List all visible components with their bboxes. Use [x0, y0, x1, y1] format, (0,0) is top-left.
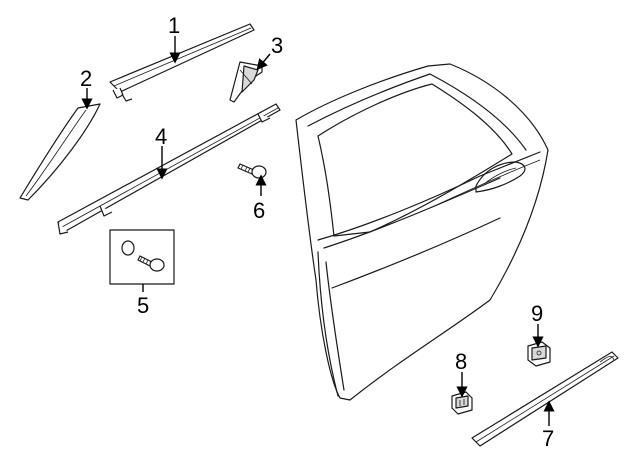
- rear-door: [295, 63, 549, 401]
- part-6-screw: [237, 163, 267, 179]
- callout-1: 1: [168, 13, 180, 38]
- part-4-molding: [57, 103, 281, 235]
- part-7-molding: [471, 351, 619, 447]
- callout-2: 2: [80, 66, 92, 91]
- part-3-bracket: [229, 61, 263, 103]
- callout-6: 6: [253, 198, 265, 223]
- part-9-clip: [527, 341, 551, 367]
- callout-5: 5: [137, 293, 149, 318]
- callout-9: 9: [531, 301, 543, 326]
- part-2-applique: [19, 103, 101, 201]
- callout-7: 7: [542, 426, 554, 451]
- part-1-molding: [109, 23, 255, 102]
- callout-8: 8: [455, 349, 467, 374]
- part-8-clip: [451, 391, 473, 415]
- part-5-kit: [109, 229, 175, 285]
- callout-3: 3: [271, 33, 283, 58]
- leader-3: [256, 53, 271, 71]
- callout-4: 4: [155, 124, 167, 149]
